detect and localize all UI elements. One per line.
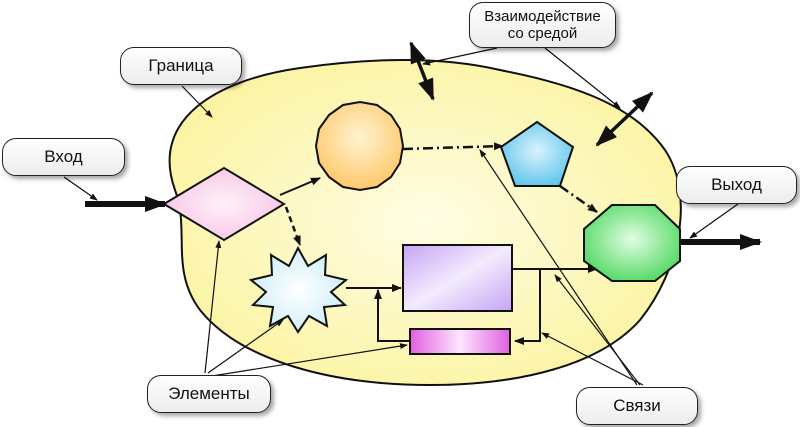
element-star bbox=[248, 245, 349, 334]
label-environment-line1: Взаимодействие bbox=[484, 7, 601, 25]
element-octagon bbox=[583, 204, 681, 282]
link-small-rect-rect bbox=[374, 289, 410, 342]
label-output-text: Выход bbox=[711, 175, 762, 195]
label-links-text: Связи bbox=[613, 396, 661, 416]
link-diamond-circle bbox=[279, 177, 321, 196]
element-pentagon bbox=[499, 120, 575, 187]
label-output: Выход bbox=[676, 166, 797, 204]
environment-arrow-top bbox=[409, 41, 435, 101]
leader-input bbox=[63, 176, 98, 201]
label-boundary-text: Граница bbox=[148, 56, 214, 76]
element-circle bbox=[314, 100, 405, 192]
leader-elements-star bbox=[207, 319, 284, 374]
leader-environment-2 bbox=[544, 47, 621, 109]
element-small-rectangle bbox=[409, 328, 511, 355]
leader-links-1 bbox=[479, 149, 638, 386]
label-boundary: Граница bbox=[120, 47, 242, 85]
environment-arrow-right bbox=[595, 91, 654, 147]
label-environment: Взаимодействие со средой bbox=[469, 2, 616, 48]
leader-boundary bbox=[181, 85, 213, 118]
leader-links-2 bbox=[554, 274, 641, 386]
label-elements-text: Элементы bbox=[168, 384, 250, 404]
link-rect-small-rect bbox=[514, 268, 541, 345]
leader-links-3 bbox=[541, 332, 644, 386]
leader-environment-1 bbox=[422, 47, 498, 66]
label-environment-line2: со средой bbox=[507, 25, 578, 42]
link-circle-pentagon bbox=[402, 142, 504, 151]
element-diamond bbox=[162, 166, 286, 242]
link-diamond-star bbox=[284, 206, 302, 246]
leader-elements-diamond bbox=[204, 240, 222, 374]
leader-output bbox=[689, 203, 739, 239]
element-rectangle bbox=[402, 244, 513, 312]
leader-elements-small-rect bbox=[211, 343, 408, 377]
label-input: Вход bbox=[2, 138, 125, 176]
label-input-text: Вход bbox=[44, 147, 83, 167]
label-links: Связи bbox=[576, 387, 698, 425]
label-elements: Элементы bbox=[147, 375, 271, 413]
link-pentagon-octagon bbox=[559, 184, 598, 214]
